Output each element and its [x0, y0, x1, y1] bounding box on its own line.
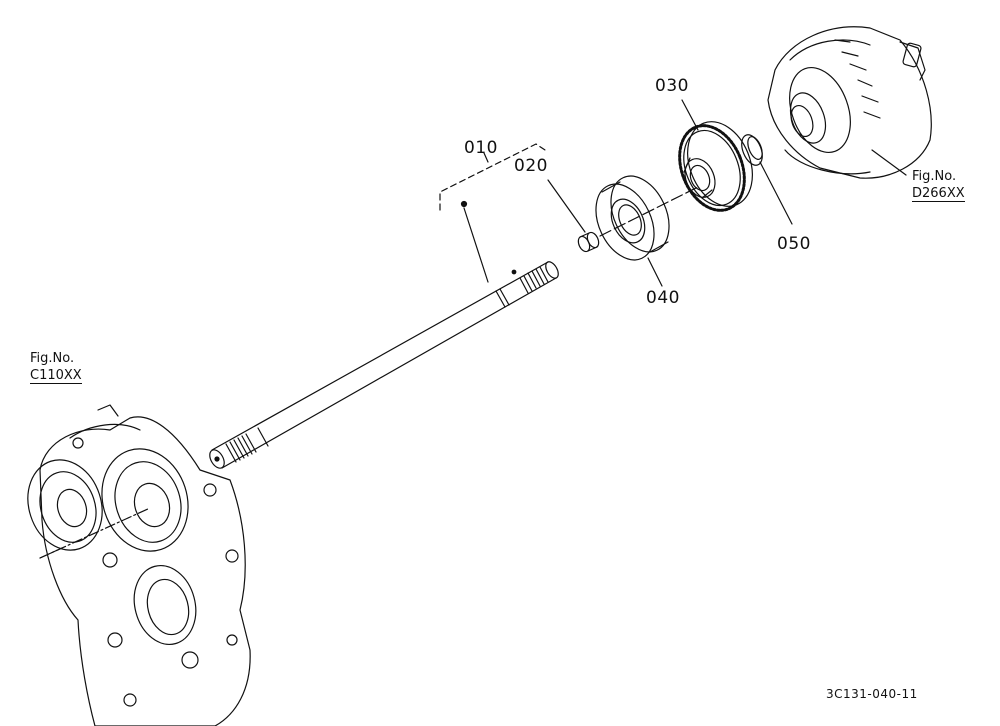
collar-part-020	[547, 179, 600, 253]
assembly-axis	[599, 185, 701, 237]
figure-ref-right: Fig.No. D266XX	[912, 170, 965, 202]
figure-ref-right-code: D266XX	[912, 186, 965, 202]
callout-020: 020	[514, 156, 548, 176]
callout-tick-010	[483, 152, 489, 163]
figure-ref-left-label: Fig.No.	[30, 351, 75, 366]
figure-ref-left-code: C110XX	[30, 368, 82, 384]
shaft-part-010	[209, 200, 559, 469]
callout-040: 040	[646, 288, 680, 308]
callout-010: 010	[464, 138, 498, 158]
callout-030: 030	[655, 76, 689, 96]
drawing-number: 3C131-040-11	[826, 687, 918, 701]
callout-050: 050	[777, 234, 811, 254]
differential-assembly	[767, 26, 932, 179]
assembly-bracket	[439, 143, 549, 211]
snap-ring-part-050	[741, 134, 793, 225]
transmission-housing	[27, 404, 251, 726]
figure-ref-right-label: Fig.No.	[912, 169, 957, 184]
gear-part-030	[678, 99, 753, 212]
figure-ref-left: Fig.No. C110XX	[30, 352, 82, 384]
bearing-part-040	[595, 175, 670, 287]
